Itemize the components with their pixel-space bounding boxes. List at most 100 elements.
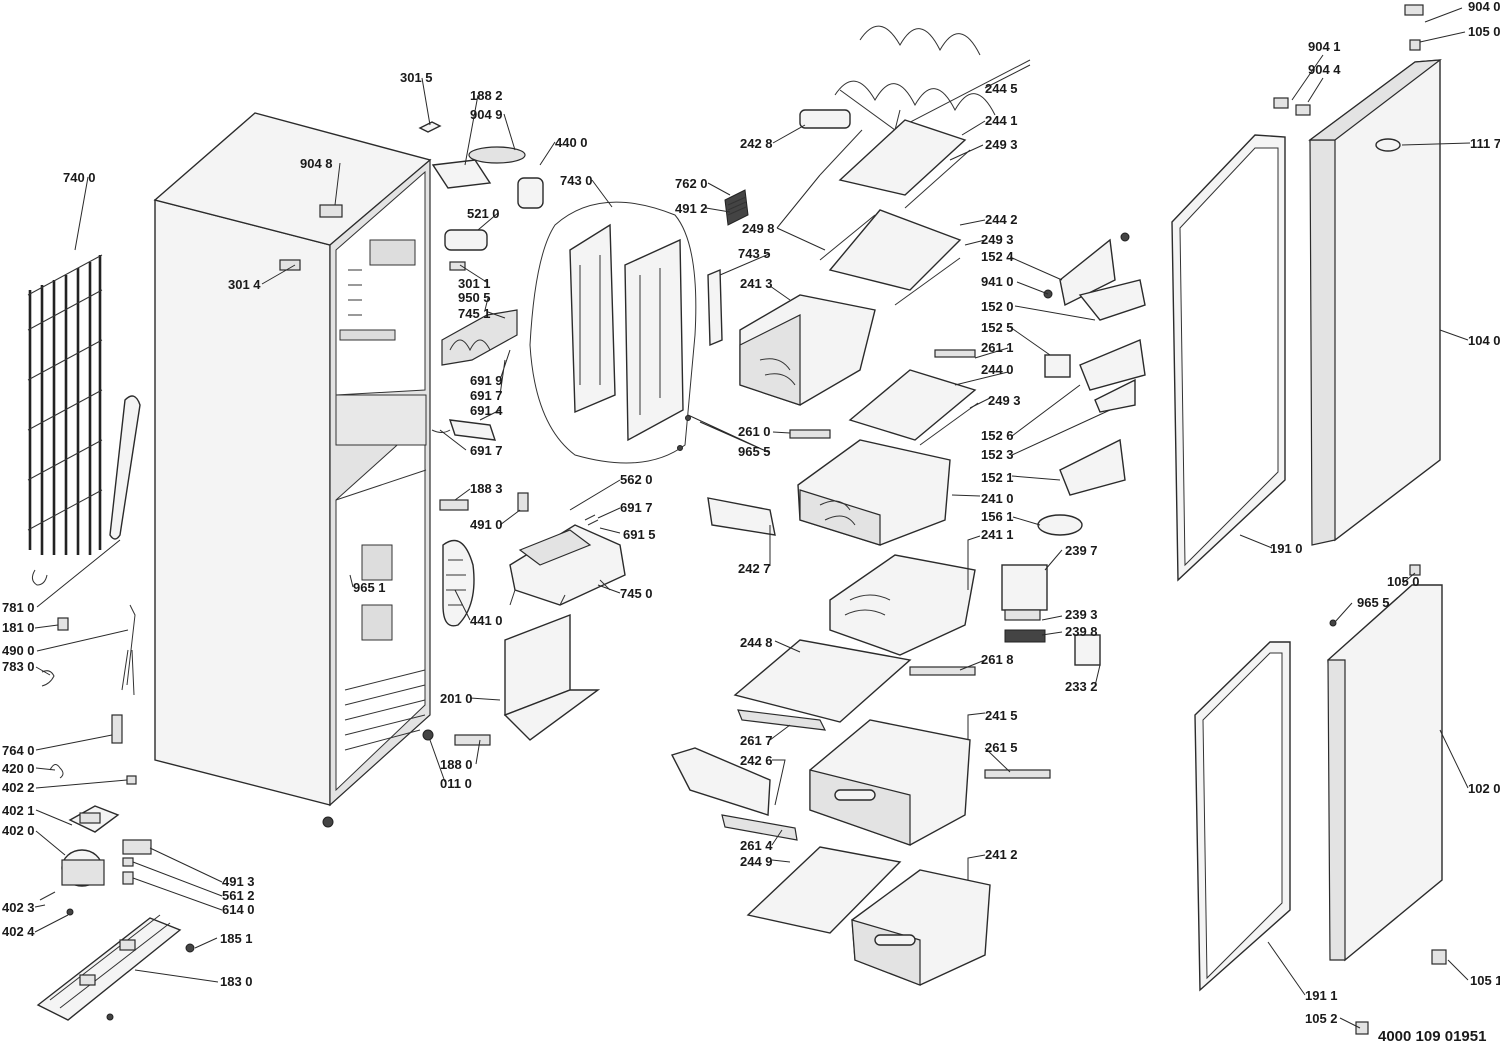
callout-111-7: 111 7 [1470,136,1500,151]
callout-402-3: 402 3 [2,900,35,915]
callout-745-1: 745 1 [458,306,491,321]
callout-183-0: 183 0 [220,974,253,989]
callout-249-8: 249 8 [742,221,775,236]
callout-691-5: 691 5 [623,527,656,542]
callout-301-4: 301 4 [228,277,261,292]
callout-904-0: 904 0 [1468,0,1500,14]
callout-781-0: 781 0 [2,600,35,615]
callout-201-0: 201 0 [440,691,473,706]
callout-261-8: 261 8 [981,652,1014,667]
callout-105-1: 105 1 [1470,973,1500,988]
callout-242-7: 242 7 [738,561,771,576]
compressor-base-plate [36,914,182,1021]
callout-011-0: 011 0 [440,776,472,791]
callout-152-5: 152 5 [981,320,1014,335]
door-bins [1037,232,1146,536]
callout-156-1: 156 1 [981,509,1014,524]
callout-152-3: 152 3 [981,447,1014,462]
left-small-parts [39,604,195,1021]
callout-104-0: 104 0 [1468,333,1500,348]
callout-261-4: 261 4 [740,838,773,853]
callout-261-0: 261 0 [738,424,771,439]
callout-691-4: 691 4 [470,403,503,418]
callout-941-0: 941 0 [981,274,1014,289]
callout-233-2: 233 2 [1065,679,1098,694]
callout-950-5: 950 5 [458,290,491,305]
shelves-and-drawers [670,109,1101,986]
callout-965-1: 965 1 [353,580,386,595]
callout-249-3-b: 249 3 [981,232,1014,247]
callout-241-0: 241 0 [981,491,1014,506]
callout-241-3: 241 3 [740,276,773,291]
callout-691-9: 691 9 [470,373,503,388]
callout-740-0: 740 0 [63,170,96,185]
callout-301-1: 301 1 [458,276,491,291]
callout-691-7-a: 691 7 [470,388,503,403]
callout-904-9: 904 9 [470,107,503,122]
callout-242-8: 242 8 [740,136,773,151]
callout-745-0: 745 0 [620,586,653,601]
callout-242-6: 242 6 [740,753,773,768]
lower-door-gasket [1194,641,1291,992]
callout-743-5: 743 5 [738,246,771,261]
callout-241-1: 241 1 [981,527,1014,542]
callout-402-1: 402 1 [2,803,35,818]
callout-561-2: 561 2 [222,888,255,903]
callout-239-3: 239 3 [1065,607,1098,622]
callout-249-3-a: 249 3 [985,137,1018,152]
callout-105-0-top: 105 0 [1468,24,1500,39]
callout-152-4: 152 4 [981,249,1014,264]
callout-261-1: 261 1 [981,340,1014,355]
callout-441-0: 441 0 [470,613,503,628]
callout-490-0: 490 0 [2,643,35,658]
callout-185-1: 185 1 [220,931,253,946]
callout-244-1: 244 1 [985,113,1018,128]
callout-402-4: 402 4 [2,924,35,939]
callout-491-2: 491 2 [675,201,708,216]
callout-904-8: 904 8 [300,156,333,171]
callout-783-0: 783 0 [2,659,35,674]
drawing-code: 4000 109 01951 [1378,1028,1486,1045]
callout-491-0: 491 0 [470,517,503,532]
callout-691-7-c: 691 7 [620,500,653,515]
callout-491-3: 491 3 [222,874,255,889]
callout-244-0: 244 0 [981,362,1014,377]
callout-241-5: 241 5 [985,708,1018,723]
callout-965-5: 965 5 [738,444,771,459]
callout-440-0: 440 0 [555,135,588,150]
upper-small-parts [279,121,544,441]
callout-904-1: 904 1 [1308,39,1341,54]
callout-904-4: 904 4 [1308,62,1341,77]
callout-965-5-door: 965 5 [1357,595,1390,610]
callout-261-7: 261 7 [740,733,773,748]
callout-402-2: 402 2 [2,780,35,795]
callout-241-2: 241 2 [985,847,1018,862]
callout-562-0: 562 0 [620,472,653,487]
callout-764-0: 764 0 [2,743,35,758]
callout-743-0: 743 0 [560,173,593,188]
callout-105-0-lower: 105 0 [1387,574,1420,589]
callout-188-0: 188 0 [440,757,473,772]
callout-188-3: 188 3 [470,481,503,496]
callout-239-8: 239 8 [1065,624,1098,639]
callout-181-0: 181 0 [2,620,35,635]
callout-152-0: 152 0 [981,299,1014,314]
callout-105-2: 105 2 [1305,1011,1338,1026]
evaporator-cover [529,189,749,464]
callout-152-1: 152 1 [981,470,1014,485]
callout-691-7-b: 691 7 [470,443,503,458]
callout-188-2: 188 2 [470,88,503,103]
callout-191-0: 191 0 [1270,541,1303,556]
fan-motor-assembly [439,492,626,746]
callout-402-0: 402 0 [2,823,35,838]
water-pipe [109,395,141,540]
callout-244-5: 244 5 [985,81,1018,96]
condenser-coil [27,254,103,586]
upper-door-gasket [1171,134,1286,582]
upper-door [1273,4,1442,546]
callout-244-2: 244 2 [985,212,1018,227]
callout-191-1: 191 1 [1305,988,1338,1003]
callout-261-5: 261 5 [985,740,1018,755]
